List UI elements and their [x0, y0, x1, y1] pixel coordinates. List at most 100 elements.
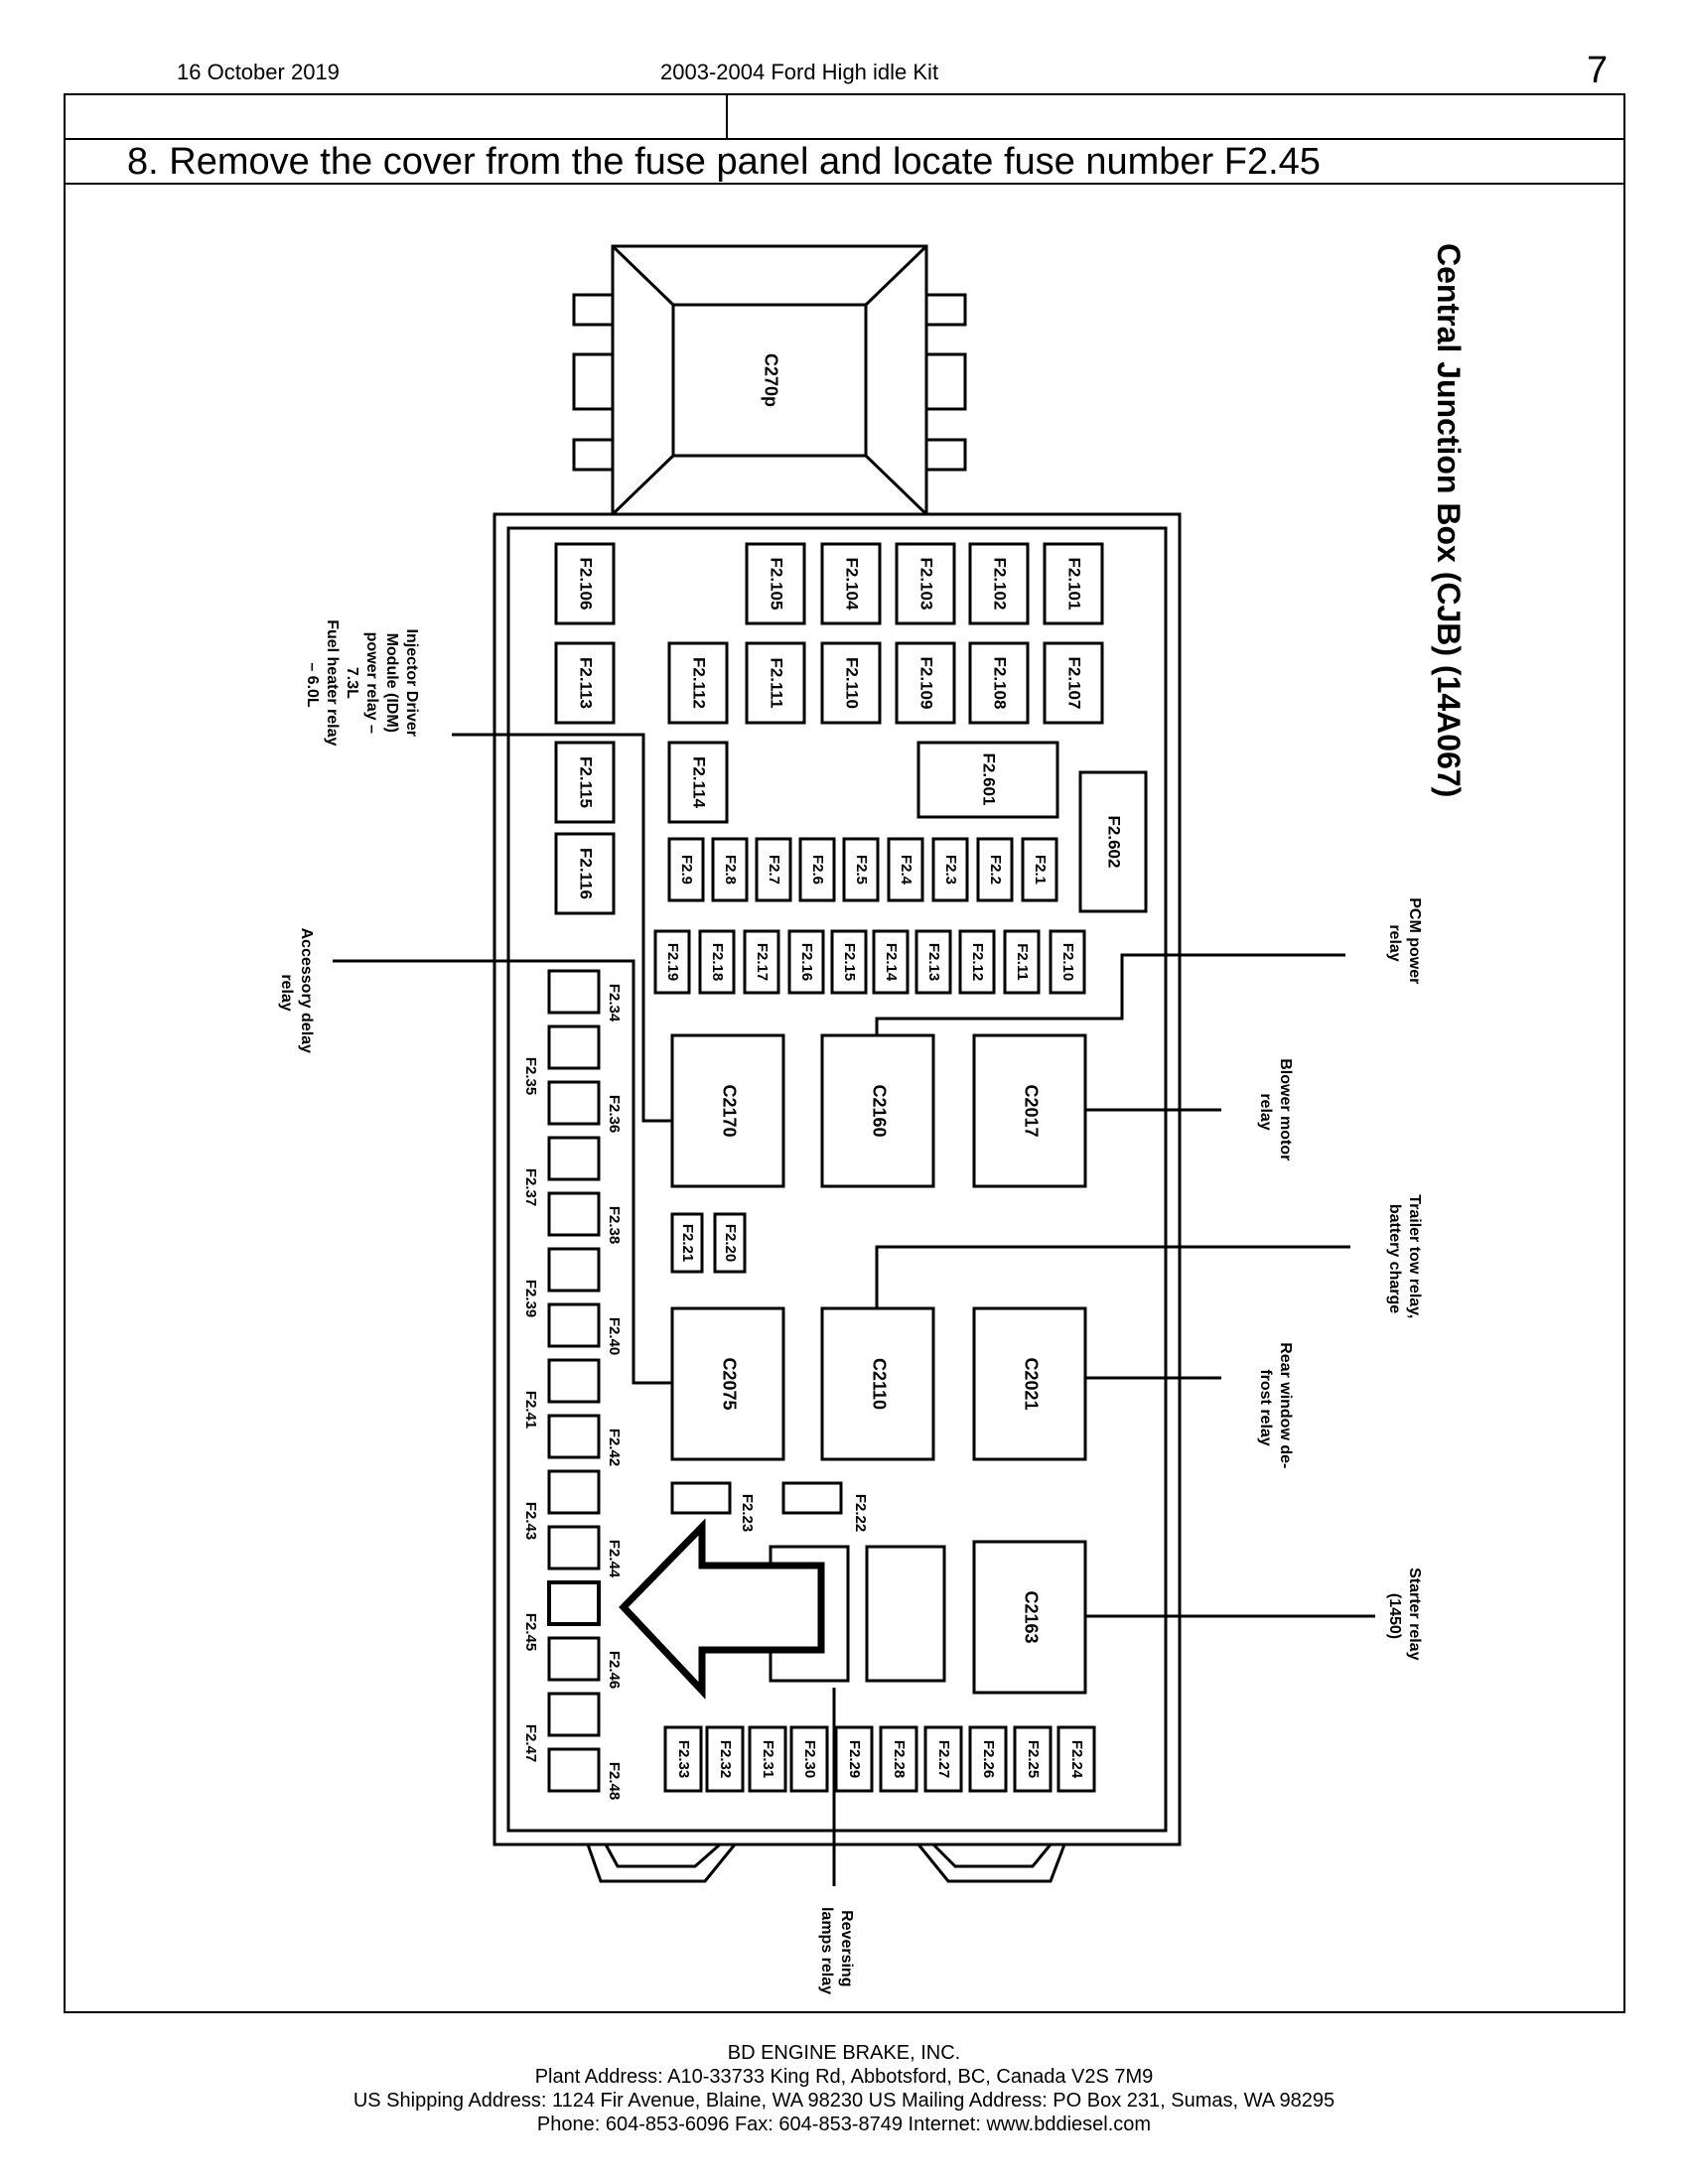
fuse-label-f2-101: F2.101	[1065, 558, 1084, 611]
callout-rear-window-relay: Rear window de- frost relay	[1257, 1342, 1294, 1473]
fuse-f2-106	[554, 542, 616, 625]
callout-pcm-relay: PCM power relay	[1386, 897, 1423, 989]
fuse-f2-114	[667, 741, 729, 824]
fuse-f2-103	[895, 542, 956, 625]
relay-label-c2163: C2163	[1021, 1590, 1041, 1643]
fuse-f2-43	[547, 1469, 601, 1515]
fuse-f2-26	[968, 1725, 1008, 1793]
fuse-f2-20	[713, 1212, 747, 1274]
fuse-label-f2-602: F2.602	[1105, 816, 1124, 869]
fuse-label-f2-23: F2.23	[739, 1494, 756, 1532]
fuse-f2-107	[1043, 641, 1104, 725]
fuse-label-f2-112: F2.112	[690, 657, 709, 709]
fuse-f2-104	[820, 542, 882, 625]
fuse-f2-111	[745, 641, 806, 725]
fuse-label-f2-601: F2.601	[980, 753, 999, 806]
fuse-label-f2-1: F2.1	[1032, 855, 1049, 885]
fuse-label-f2-116: F2.116	[577, 848, 596, 899]
fuse-label-f2-18: F2.18	[709, 943, 726, 981]
fuse-f2-44	[547, 1525, 601, 1570]
callout-starter-relay: Starter relay (1450)	[1386, 1568, 1423, 1665]
fuse-f2-102	[968, 542, 1030, 625]
fuse-f2-115	[554, 741, 616, 824]
fuse-f2-602	[1078, 770, 1148, 913]
step-instruction: 8. Remove the cover from the fuse panel …	[127, 141, 1321, 183]
relay-c2163	[972, 1540, 1087, 1695]
arrow-pointer-icon	[619, 1518, 825, 1700]
fuse-label-f2-2: F2.2	[987, 855, 1004, 885]
relay-label-c2017: C2017	[1021, 1084, 1041, 1137]
fuse-f2-39	[547, 1247, 601, 1293]
fuse-f2-10	[1049, 929, 1086, 995]
fuse-f2-29	[834, 1725, 874, 1793]
fuse-f2-116	[554, 832, 616, 915]
fuse-label-f2-39: F2.39	[522, 1280, 539, 1317]
header-title: 2003-2004 Ford High idle Kit	[660, 60, 939, 84]
fuse-f2-109	[895, 641, 956, 725]
fuse-f2-23	[670, 1481, 732, 1515]
fuse-label-f2-37: F2.37	[522, 1168, 539, 1206]
fuse-label-f2-44: F2.44	[606, 1540, 623, 1578]
fuse-f2-35	[547, 1024, 601, 1070]
fuse-f2-15	[830, 929, 868, 995]
fuse-label-f2-25: F2.25	[1025, 1740, 1042, 1778]
fuse-label-f2-35: F2.35	[522, 1057, 539, 1095]
fuse-label-f2-19: F2.19	[664, 943, 681, 981]
fuse-label-f2-32: F2.32	[717, 1740, 734, 1778]
fuse-f2-42	[547, 1414, 601, 1459]
fuse-label-f2-40: F2.40	[606, 1317, 623, 1355]
fuse-f2-28	[879, 1725, 918, 1793]
fuse-label-f2-105: F2.105	[768, 558, 786, 611]
table-rule-3	[64, 183, 1625, 185]
fuse-label-f2-42: F2.42	[606, 1429, 623, 1466]
fuse-f2-3	[931, 837, 969, 902]
fuse-label-f2-41: F2.41	[522, 1391, 539, 1429]
fuse-f2-21	[670, 1212, 704, 1274]
relay-c2160	[820, 1033, 935, 1188]
relay-label-c2160: C2160	[869, 1084, 889, 1137]
fuse-label-f2-29: F2.29	[846, 1740, 863, 1778]
fuse-label-f2-20: F2.20	[722, 1224, 739, 1262]
table-left-rule	[64, 93, 66, 2013]
fuse-label-f2-28: F2.28	[891, 1740, 908, 1778]
footer-company: BD ENGINE BRAKE, INC.	[727, 2042, 961, 2064]
fuse-f2-101	[1043, 542, 1104, 625]
fuse-f2-46	[547, 1636, 601, 1682]
fuse-f2-32	[705, 1725, 745, 1793]
fuse-label-f2-7: F2.7	[766, 855, 782, 885]
fuse-label-f2-36: F2.36	[606, 1095, 623, 1133]
fuse-label-f2-33: F2.33	[675, 1740, 692, 1778]
fuse-f2-13	[914, 929, 952, 995]
fuse-label-f2-24: F2.24	[1068, 1740, 1085, 1779]
connector-label: C270p	[761, 353, 780, 407]
fuse-label-f2-113: F2.113	[577, 657, 596, 709]
relay-label-c2075: C2075	[719, 1357, 739, 1410]
relay-c2075	[670, 1306, 785, 1461]
fuse-f2-27	[923, 1725, 963, 1793]
table-bottom-rule	[64, 2011, 1625, 2013]
fuse-f2-1	[1021, 837, 1058, 902]
fuse-f2-14	[872, 929, 910, 995]
fuse-label-f2-17: F2.17	[754, 943, 771, 981]
table-rule-2	[64, 138, 1625, 140]
fuse-label-f2-8: F2.8	[722, 855, 739, 885]
fuse-f2-22	[781, 1481, 843, 1515]
fuse-label-f2-13: F2.13	[925, 943, 942, 981]
fuse-label-f2-3: F2.3	[942, 855, 959, 885]
fuse-label-f2-22: F2.22	[852, 1494, 869, 1532]
fuse-label-f2-108: F2.108	[991, 657, 1010, 710]
fuse-label-f2-111: F2.111	[768, 657, 786, 708]
fuse-f2-110	[820, 641, 882, 725]
relay-c2021	[972, 1306, 1087, 1461]
footer-plant-address: Plant Address: A10-33733 King Rd, Abbots…	[534, 2066, 1154, 2088]
fuse-f2-33	[663, 1725, 703, 1793]
fuse-f2-31	[748, 1725, 787, 1793]
fuse-f2-5	[842, 837, 880, 902]
fuse-label-f2-16: F2.16	[798, 943, 815, 981]
fuse-label-f2-34: F2.34	[606, 984, 623, 1023]
fuse-f2-37	[547, 1136, 601, 1181]
relay-label-c2170: C2170	[719, 1084, 739, 1137]
fuse-f2-19	[653, 929, 691, 995]
fuse-f2-2	[976, 837, 1014, 902]
fuse-label-f2-30: F2.30	[801, 1740, 818, 1778]
